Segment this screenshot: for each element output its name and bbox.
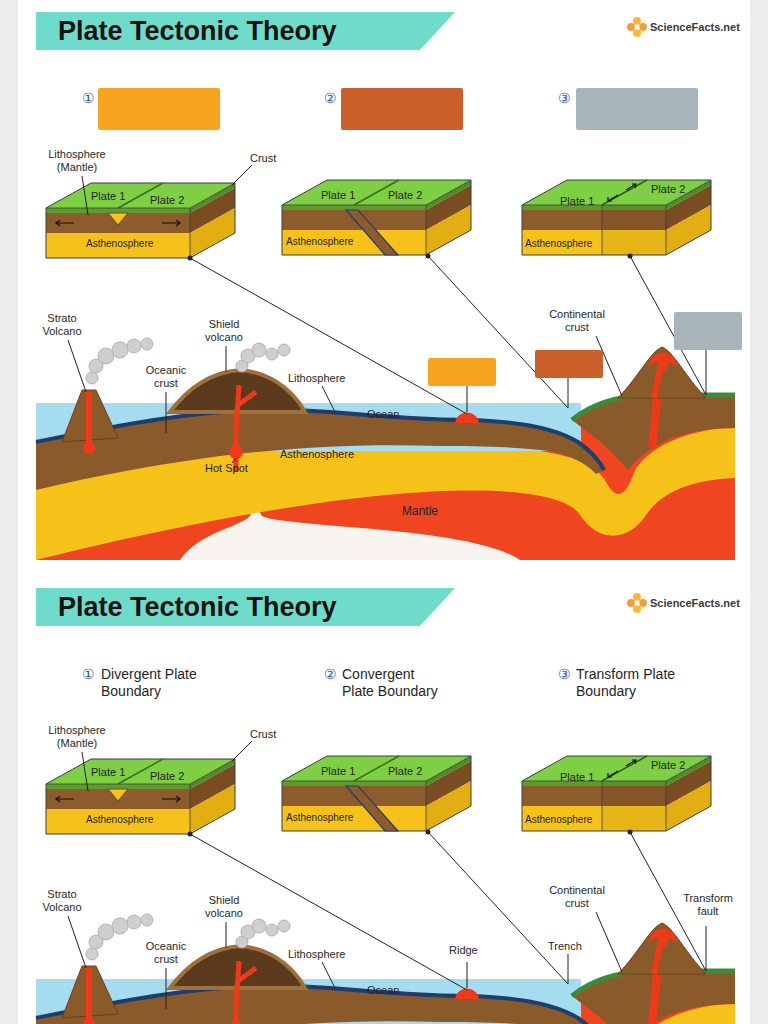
- layer-label: Asthenosphere: [86, 814, 153, 826]
- part-label: Transform fault: [678, 892, 738, 918]
- layer-label: Asthenosphere: [286, 812, 353, 824]
- plate-label: Plate 1: [321, 765, 355, 778]
- part-label: Trench: [548, 940, 582, 953]
- layer-label: Mantle: [402, 504, 438, 518]
- boundary-name: Transform Plate Boundary: [576, 666, 676, 700]
- part-label: Oceanic crust: [139, 364, 194, 390]
- unlabelled-panel: [18, 0, 750, 576]
- callout-number: ①: [82, 666, 95, 683]
- plate-label: Plate 1: [321, 189, 355, 202]
- section-title: Plate Tectonic Theory: [58, 15, 337, 47]
- callout-number: ②: [324, 90, 337, 107]
- part-label: Lithosphere (Mantle): [37, 148, 117, 174]
- part-label: Continental crust: [540, 884, 615, 910]
- layer-label: Asthenosphere: [525, 238, 592, 250]
- labelled-panel: [18, 576, 750, 1024]
- part-label: Lithosphere (Mantle): [37, 724, 117, 750]
- part-label: Ocean: [367, 984, 399, 997]
- blank-box: [674, 312, 742, 350]
- blank-box: [576, 88, 698, 130]
- part-label: Lithosphere: [288, 948, 346, 961]
- part-label: Ocean: [367, 408, 399, 421]
- part-label: Oceanic crust: [139, 940, 194, 966]
- part-label: Hot Spot: [205, 462, 248, 475]
- blank-answer-boxes: [98, 88, 742, 386]
- blank-box: [341, 88, 463, 130]
- boundary-name: Convergent Plate Boundary: [342, 666, 442, 700]
- part-label: Continental crust: [540, 308, 615, 334]
- plate-label: Plate 2: [651, 759, 685, 772]
- callout-number: ②: [324, 666, 337, 683]
- plate-label: Plate 2: [651, 183, 685, 196]
- layer-label: Asthenosphere: [86, 238, 153, 250]
- part-label: Crust: [250, 152, 276, 165]
- plate-label: Plate 1: [560, 195, 594, 208]
- blank-box: [98, 88, 220, 130]
- plate-label: Plate 2: [388, 765, 422, 778]
- part-label: Ridge: [449, 944, 478, 957]
- plate-label: Plate 1: [560, 771, 594, 784]
- logo-text: ScienceFacts.net: [650, 21, 740, 34]
- callout-number: ③: [558, 666, 571, 683]
- callout-number: ③: [558, 90, 571, 107]
- section-title: Plate Tectonic Theory: [58, 591, 337, 623]
- callout-number: ①: [82, 90, 95, 107]
- plate-label: Plate 2: [150, 770, 184, 783]
- plate-label: Plate 2: [388, 189, 422, 202]
- part-label: Strato Volcano: [32, 888, 92, 914]
- part-label: Shield volcano: [197, 318, 252, 344]
- part-label: Crust: [250, 728, 276, 741]
- plate-label: Plate 1: [91, 766, 125, 779]
- blank-box: [535, 350, 603, 378]
- logo-text: ScienceFacts.net: [650, 597, 740, 610]
- boundary-name: Divergent Plate Boundary: [101, 666, 201, 700]
- part-label: Shield volcano: [197, 894, 252, 920]
- blank-box: [428, 358, 496, 386]
- layer-label: Asthenosphere: [280, 448, 354, 461]
- part-label: Strato Volcano: [32, 312, 92, 338]
- plate-label: Plate 2: [150, 194, 184, 207]
- part-label: Lithosphere: [288, 372, 346, 385]
- plate-label: Plate 1: [91, 190, 125, 203]
- layer-label: Asthenosphere: [525, 814, 592, 826]
- layer-label: Asthenosphere: [286, 236, 353, 248]
